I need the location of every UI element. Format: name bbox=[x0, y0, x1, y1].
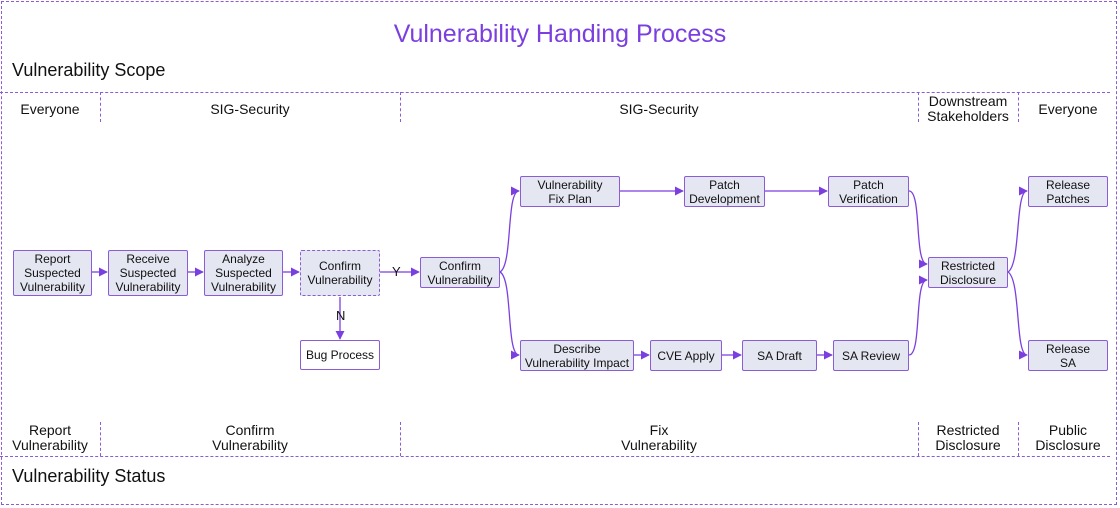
edge-restricted-sa bbox=[1007, 271, 1028, 360]
scope-divider bbox=[100, 92, 101, 122]
scope-column-everyone: Everyone bbox=[1038, 100, 1098, 117]
edge-label-no: N bbox=[336, 308, 346, 323]
node-patch-verification: Patch Verification bbox=[828, 176, 909, 207]
edge-patchver-restricted bbox=[908, 190, 928, 269]
node-confirm-vulnerability: Confirm Vulnerability bbox=[420, 257, 500, 288]
status-column-report: Report Vulnerability bbox=[12, 422, 88, 453]
status-column-confirm: Confirm Vulnerability bbox=[212, 422, 288, 453]
node-patch-development: Patch Development bbox=[684, 176, 765, 207]
edge-restricted-patches bbox=[1007, 186, 1028, 273]
edge-to-fix-plan bbox=[499, 186, 520, 273]
node-analyze-suspected-vulnerability: Analyze Suspected Vulnerability bbox=[204, 250, 283, 296]
node-cve-apply: CVE Apply bbox=[650, 340, 722, 371]
node-restricted-disclosure: Restricted Disclosure bbox=[928, 257, 1008, 288]
status-bottom-divider bbox=[0, 456, 1110, 457]
status-section-label: Vulnerability Status bbox=[12, 466, 166, 486]
node-receive-suspected-vulnerability: Receive Suspected Vulnerability bbox=[108, 250, 188, 296]
status-divider bbox=[1018, 422, 1019, 456]
node-bug-process: Bug Process bbox=[300, 340, 380, 370]
diagram-title: Vulnerability Handing Process bbox=[393, 20, 727, 48]
status-divider bbox=[100, 422, 101, 456]
node-confirm-vulnerability-decision: Confirm Vulnerability bbox=[300, 250, 380, 296]
status-divider bbox=[918, 422, 919, 456]
edge-label-yes: Y bbox=[392, 264, 401, 279]
scope-top-divider bbox=[0, 92, 1110, 93]
status-column-fix: Fix Vulnerability bbox=[621, 422, 697, 453]
node-vulnerability-fix-plan: Vulnerability Fix Plan bbox=[520, 176, 620, 207]
edge-sareview-restricted bbox=[908, 275, 928, 356]
scope-divider bbox=[918, 92, 919, 122]
node-sa-draft: SA Draft bbox=[742, 340, 817, 371]
scope-column-sig-security: SIG-Security bbox=[619, 100, 699, 117]
edge-to-describe bbox=[499, 271, 520, 360]
scope-divider bbox=[400, 92, 401, 122]
status-column-restricted-disclosure: Restricted Disclosure bbox=[935, 422, 1001, 453]
status-column-public-disclosure: Public Disclosure bbox=[1035, 422, 1101, 453]
node-sa-review: SA Review bbox=[833, 340, 909, 371]
scope-column-everyone: Everyone bbox=[20, 100, 80, 117]
status-divider bbox=[400, 422, 401, 456]
scope-column-sig-security: SIG-Security bbox=[210, 100, 290, 117]
node-release-sa: Release SA bbox=[1028, 340, 1108, 371]
scope-divider bbox=[1018, 92, 1019, 122]
node-release-patches: Release Patches bbox=[1028, 176, 1108, 207]
scope-section-label: Vulnerability Scope bbox=[12, 60, 166, 80]
node-report-suspected-vulnerability: Report Suspected Vulnerability bbox=[13, 250, 92, 296]
node-describe-vulnerability-impact: Describe Vulnerability Impact bbox=[520, 340, 634, 371]
scope-column-downstream-stakeholders: Downstream Stakeholders bbox=[927, 93, 1009, 124]
